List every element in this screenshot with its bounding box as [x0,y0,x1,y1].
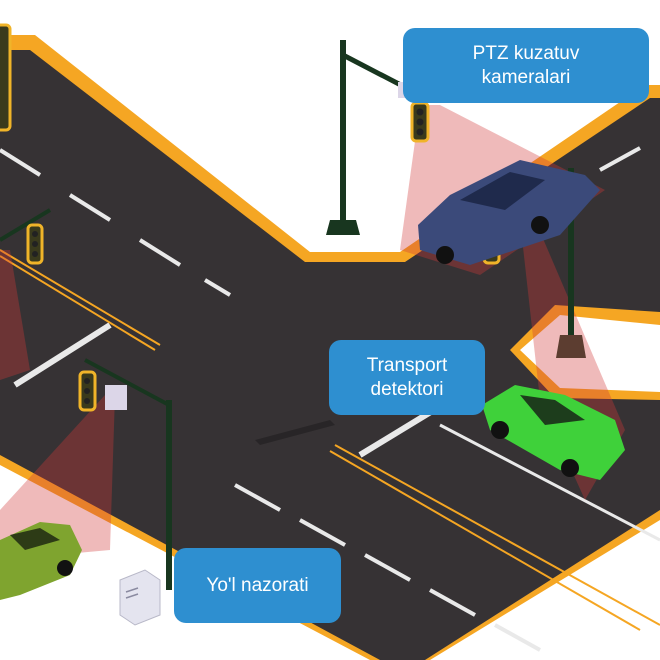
traffic-pole-bottom [84,358,172,590]
traffic-light-icon [26,223,44,265]
traffic-pole-left [0,208,52,242]
vehicle-detector-icon [105,385,127,410]
beam-left-bottom [0,395,115,560]
road-control-label: Yo'l nazorati [174,548,341,623]
ptz-cameras-label: PTZ kuzatuv kameralari [403,28,649,103]
beam-left-mid [0,250,30,380]
traffic-light-icon [0,23,12,132]
car-icon [0,522,82,600]
car-icon [482,385,625,480]
center-lines [0,249,660,631]
traffic-light-icon [78,370,97,412]
control-cabinet-icon [119,569,161,626]
car-icon [418,160,600,265]
vehicle-detector-label: Transport detektori [329,340,485,415]
shadows [255,420,335,445]
traffic-light-icon [410,101,430,143]
